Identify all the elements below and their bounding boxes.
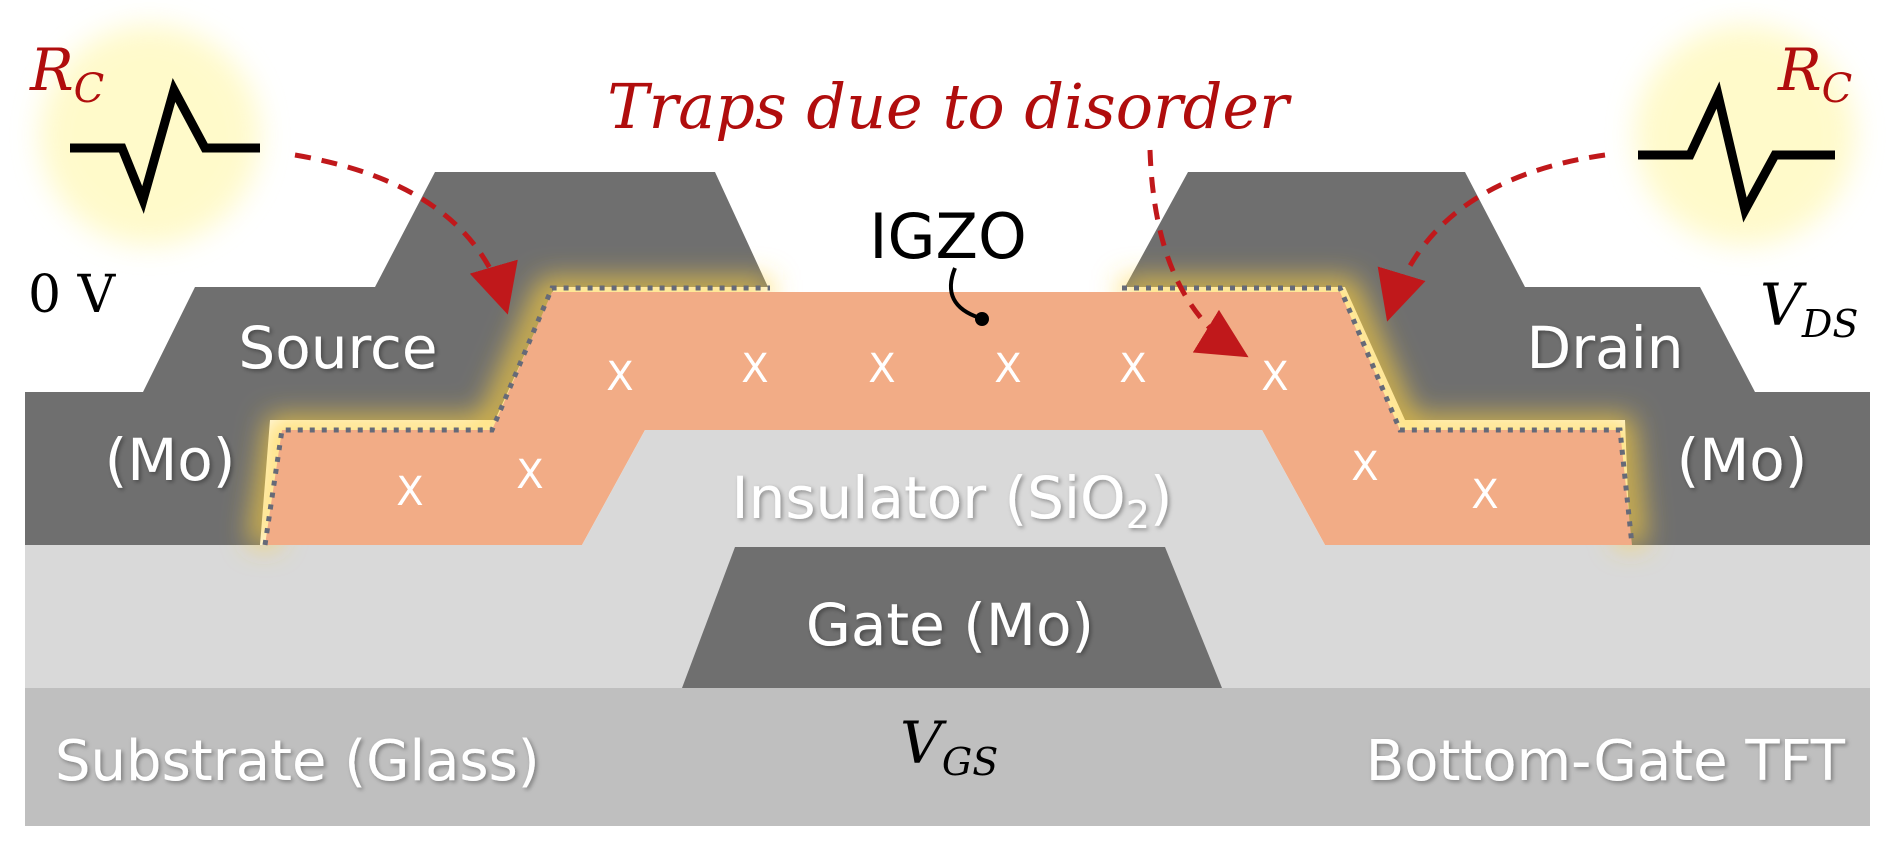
rc-left-label: RC (29, 36, 104, 112)
source-voltage-label: 0 V (28, 265, 117, 325)
drain-electrode (1125, 172, 1870, 545)
igzo-label: IGZO (869, 200, 1027, 273)
trap-mark: X (1261, 354, 1288, 400)
traps-arrow (1147, 149, 1249, 358)
gate-electrode (682, 547, 1222, 688)
trap-mark: X (868, 346, 895, 392)
contact-interface-line-left (262, 285, 770, 546)
trap-mark: X (994, 346, 1021, 392)
resistor-right-icon (1638, 81, 1835, 223)
igzo-pointer-line (949, 267, 981, 320)
trap-mark: X (1471, 472, 1498, 518)
source-material-label: (Mo) (105, 426, 236, 494)
trap-mark: X (741, 346, 768, 392)
substrate-layer (25, 688, 1870, 826)
device-type-label: Bottom-Gate TFT (1366, 729, 1846, 794)
vds-label: VDS (1760, 271, 1858, 346)
trap-mark: X (606, 354, 633, 400)
trap-mark: X (396, 469, 423, 515)
insulator-label: Insulator (SiO2) (731, 464, 1172, 537)
contact-resistance-left: RC (29, 25, 260, 245)
trap-mark: X (1351, 444, 1378, 490)
rc-right-arrow (1377, 152, 1606, 322)
gate-label: Gate (Mo) (806, 591, 1094, 659)
contact-interface-line-right (1122, 285, 1635, 546)
source-label: Source (238, 314, 437, 382)
vgs-label: VGS (900, 709, 998, 784)
substrate-label: Substrate (Glass) (55, 729, 540, 794)
igzo-pointer-dot (975, 312, 989, 326)
resistor-left-icon (70, 78, 260, 214)
diagram-title: Traps due to disorder (607, 70, 1292, 143)
trap-marks: X X X X X X X X X X (396, 346, 1498, 518)
insulator-raised-region (582, 430, 1325, 545)
trap-mark: X (1119, 346, 1146, 392)
drain-material-label: (Mo) (1677, 426, 1808, 494)
rc-right-label: RC (1777, 36, 1852, 112)
source-electrode (25, 172, 768, 545)
contact-resistance-right: RC (1635, 25, 1855, 245)
igzo-channel-layer (265, 292, 1632, 545)
rc-left-arrow (294, 152, 518, 315)
trap-mark: X (516, 452, 543, 498)
drain-label: Drain (1527, 314, 1684, 382)
